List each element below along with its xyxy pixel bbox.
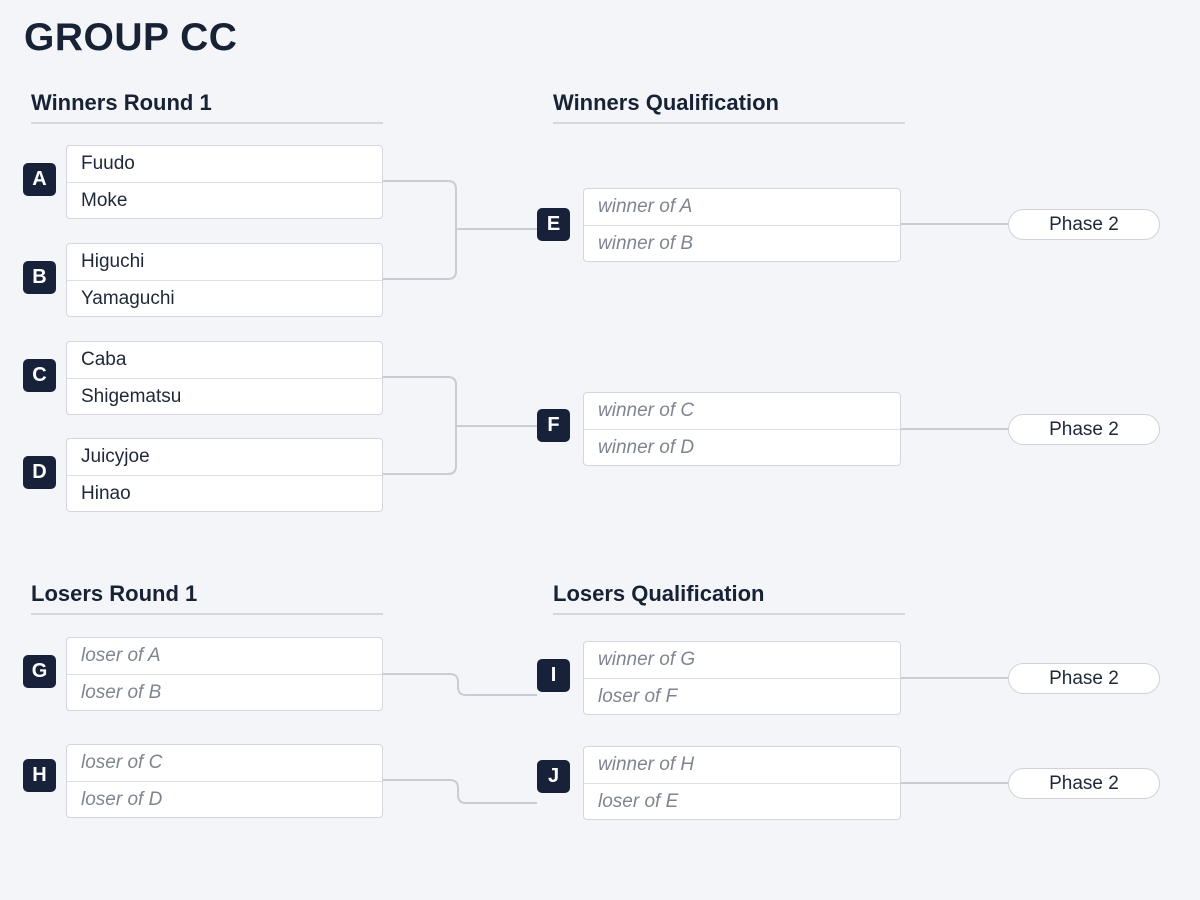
match-slot[interactable]: loser of F [584, 678, 900, 714]
match-slots: Fuudo Moke [66, 145, 383, 219]
section-title-winners-qualification: Winners Qualification [553, 90, 905, 124]
match-i[interactable]: I winner of G loser of F [537, 641, 902, 715]
match-slot[interactable]: Fuudo [81, 153, 135, 174]
match-badge: H [23, 759, 56, 792]
phase-2-pill-e[interactable]: Phase 2 [1008, 209, 1160, 240]
match-slots: Caba Shigematsu [66, 341, 383, 415]
match-slot[interactable]: winner of B [584, 225, 900, 261]
match-badge: G [23, 655, 56, 688]
match-slot[interactable]: loser of D [67, 781, 382, 817]
match-slots: winner of G loser of F [583, 641, 901, 715]
match-slot[interactable]: loser of C [81, 752, 163, 773]
connector-g-to-i [383, 673, 537, 696]
match-badge: J [537, 760, 570, 793]
connector-h-to-j [383, 779, 537, 804]
page-title: GROUP CC [24, 16, 238, 59]
match-slot[interactable]: winner of D [584, 429, 900, 465]
match-slots: winner of H loser of E [583, 746, 901, 820]
match-badge: F [537, 409, 570, 442]
match-f[interactable]: F winner of C winner of D [537, 392, 902, 466]
match-slots: winner of A winner of B [583, 188, 901, 262]
match-slot[interactable]: Caba [81, 349, 127, 370]
match-slot[interactable]: Hinao [67, 475, 382, 511]
match-slot[interactable]: Yamaguchi [67, 280, 382, 316]
match-slots: winner of C winner of D [583, 392, 901, 466]
match-slot[interactable]: Shigematsu [67, 378, 382, 414]
match-slots: Higuchi Yamaguchi [66, 243, 383, 317]
phase-2-pill-f[interactable]: Phase 2 [1008, 414, 1160, 445]
match-g[interactable]: G loser of A loser of B [23, 637, 384, 711]
match-slot[interactable]: winner of C [598, 400, 695, 421]
match-c[interactable]: C Caba Shigematsu [23, 341, 384, 415]
match-badge: B [23, 261, 56, 294]
phase-2-pill-i[interactable]: Phase 2 [1008, 663, 1160, 694]
match-j[interactable]: J winner of H loser of E [537, 746, 902, 820]
match-a[interactable]: A Fuudo Moke [23, 145, 384, 219]
match-slot[interactable]: Higuchi [81, 251, 145, 272]
section-title-losers-qualification: Losers Qualification [553, 581, 905, 615]
match-slot[interactable]: winner of A [598, 196, 693, 217]
match-badge: C [23, 359, 56, 392]
match-b[interactable]: B Higuchi Yamaguchi [23, 243, 384, 317]
match-slots: loser of C loser of D [66, 744, 383, 818]
section-title-winners-round-1: Winners Round 1 [31, 90, 383, 124]
connector-a-to-e [383, 180, 457, 229]
match-slots: loser of A loser of B [66, 637, 383, 711]
match-slot[interactable]: loser of A [81, 645, 161, 666]
connector-b-to-e [383, 229, 457, 280]
section-title-losers-round-1: Losers Round 1 [31, 581, 383, 615]
match-slot[interactable]: Juicyjoe [81, 446, 150, 467]
match-badge: D [23, 456, 56, 489]
match-badge: I [537, 659, 570, 692]
match-slots: Juicyjoe Hinao [66, 438, 383, 512]
match-e[interactable]: E winner of A winner of B [537, 188, 902, 262]
match-slot[interactable]: Moke [67, 182, 382, 218]
match-badge: E [537, 208, 570, 241]
match-slot[interactable]: loser of B [67, 674, 382, 710]
match-slot[interactable]: winner of H [598, 754, 695, 775]
match-d[interactable]: D Juicyjoe Hinao [23, 438, 384, 512]
connector-c-to-f [383, 376, 457, 426]
connector-d-to-f [383, 426, 457, 475]
phase-2-pill-j[interactable]: Phase 2 [1008, 768, 1160, 799]
match-badge: A [23, 163, 56, 196]
match-slot[interactable]: loser of E [584, 783, 900, 819]
match-h[interactable]: H loser of C loser of D [23, 744, 384, 818]
match-slot[interactable]: winner of G [598, 649, 696, 670]
